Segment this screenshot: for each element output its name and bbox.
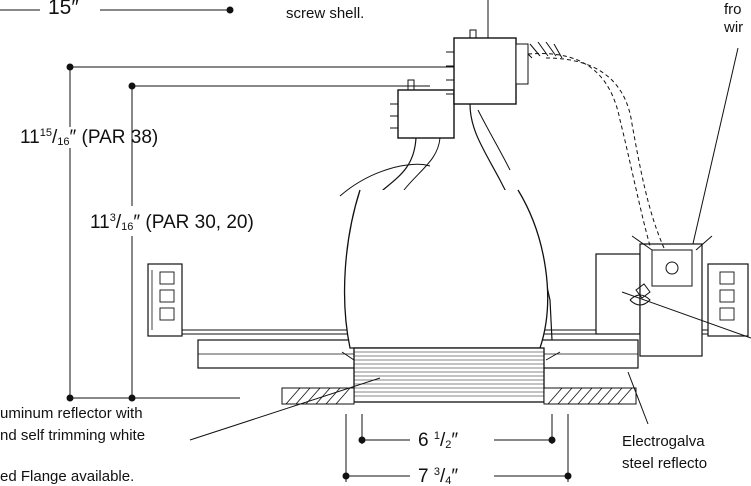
electrogalvanized-callout: Electrogalva steel reflecto bbox=[621, 291, 751, 472]
reflector-callout-line1: uminum reflector with bbox=[0, 405, 143, 422]
flex-conduit bbox=[521, 41, 665, 249]
height-par30-label: 113/16″ (PAR 30, 20) bbox=[90, 212, 254, 233]
electro-callout-line2: steel reflecto bbox=[622, 455, 707, 472]
height-dimensions: 1115/16″ (PAR 38) 113/16″ (PAR 30, 20) bbox=[20, 63, 470, 402]
right-hanger-bracket bbox=[707, 263, 749, 337]
outer-width-label: 7 3/4″ bbox=[418, 466, 458, 486]
inner-width-label: 6 1/2″ bbox=[418, 430, 458, 451]
reflector-cone bbox=[341, 189, 561, 403]
top-width-label: 15″ bbox=[48, 0, 79, 19]
wire-callout-line2: wir bbox=[723, 19, 743, 36]
junction-box bbox=[595, 235, 713, 357]
fixture-drawing bbox=[147, 29, 749, 405]
lamp-sockets bbox=[390, 29, 529, 139]
top-width-dimension: 15″ bbox=[0, 0, 234, 19]
screw-shell-callout: screw shell. bbox=[286, 5, 364, 22]
reflector-callout-line2: nd self trimming white bbox=[0, 427, 145, 444]
bottom-width-dimensions: 6 1/2″ 7 3/4″ bbox=[342, 414, 572, 486]
reflector-callout: uminum reflector with nd self trimming w… bbox=[0, 377, 381, 485]
wire-leader bbox=[691, 47, 739, 249]
left-hanger-bracket bbox=[147, 263, 183, 337]
wire-callout-line1: fro bbox=[724, 1, 742, 18]
electro-callout-line1: Electrogalva bbox=[622, 433, 705, 450]
reflector-callout-line3: ed Flange available. bbox=[0, 468, 134, 485]
height-par38-label: 1115/16″ (PAR 38) bbox=[20, 127, 158, 148]
